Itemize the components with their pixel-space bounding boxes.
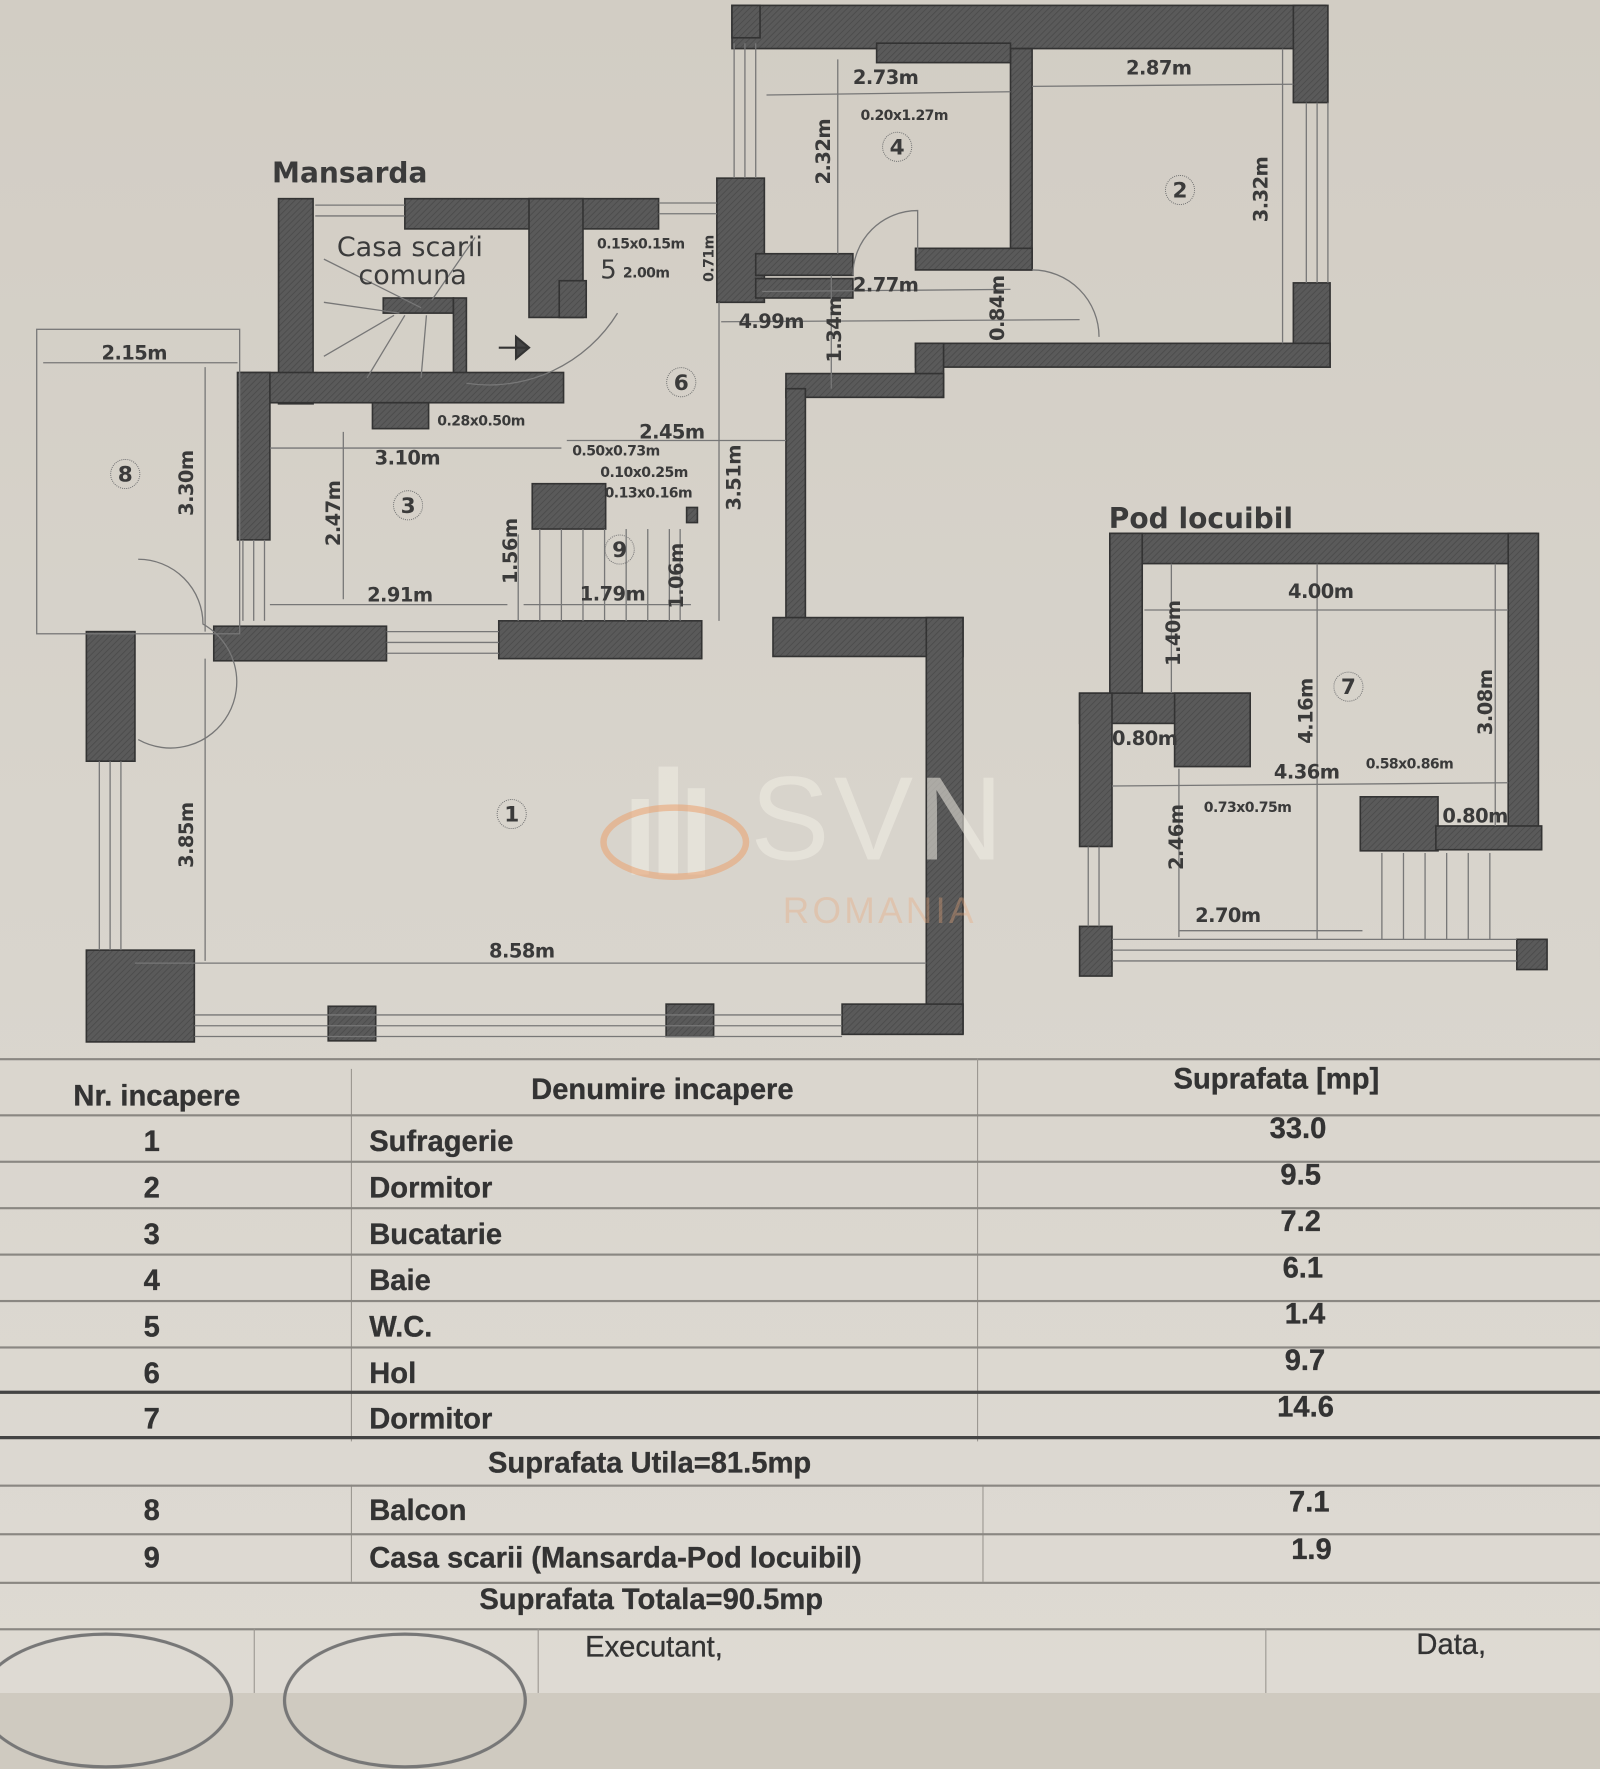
dim-1-06: 1.06m <box>665 543 689 609</box>
row-nr: 2 <box>143 1171 160 1204</box>
stamp-seal <box>282 1632 527 1769</box>
plan-walls-drawing <box>36 4 1548 1043</box>
header-nr: Nr. incapere <box>73 1079 241 1113</box>
row-nr: 3 <box>143 1217 160 1251</box>
pod-locuibil-title: Pod locuibil <box>1108 503 1293 536</box>
header-name: Denumire incapere <box>531 1073 794 1106</box>
dim-4-00: 4.00m <box>1287 580 1354 604</box>
dim-4-16: 4.16m <box>1295 678 1319 744</box>
dim-2-87: 2.87m <box>1126 57 1192 80</box>
header-area: Suprafata [mp] <box>1173 1062 1380 1095</box>
row-area: 9.7 <box>1284 1344 1326 1377</box>
executant-label: Executant, <box>585 1630 723 1663</box>
dim-0-58x0-86: 0.58x0.86m <box>1365 756 1454 774</box>
dim-4-99: 4.99m <box>738 310 804 334</box>
dim-3-85: 3.85m <box>175 802 199 868</box>
row-area: 7.1 <box>1289 1485 1330 1519</box>
dim-0-13x0-16: 0.13x0.16m <box>604 485 693 503</box>
room-marker-2: 2 <box>1164 174 1196 206</box>
table-top-border <box>0 1058 1600 1061</box>
dim-2-70: 2.70m <box>1195 904 1261 928</box>
dim-0-28x0-50: 0.28x0.50m <box>437 413 525 430</box>
row-area: 14.6 <box>1277 1390 1334 1424</box>
row-name: Baie <box>369 1264 431 1297</box>
dim-2-15: 2.15m <box>101 342 167 365</box>
dim-2-00: 2.00m <box>622 265 670 282</box>
dim-3-10: 3.10m <box>374 446 441 470</box>
dim-1-79: 1.79m <box>579 583 646 606</box>
row-nr: 6 <box>143 1357 160 1390</box>
dim-1-56: 1.56m <box>499 518 523 584</box>
area-table: Nr. incapere Denumire incapere Suprafata… <box>0 1058 1600 1769</box>
total-area: Suprafata Totala=90.5mp <box>479 1582 824 1616</box>
row-name: Sufragerie <box>369 1125 514 1158</box>
subtotal-utila: Suprafata Utila=81.5mp <box>487 1446 812 1480</box>
dim-0-80-left: 0.80m <box>1111 727 1178 751</box>
dim-2-47: 2.47m <box>322 480 346 547</box>
row-area: 1.9 <box>1291 1533 1332 1566</box>
row-nr: 1 <box>143 1125 160 1158</box>
mansarda-title: Mansarda <box>272 157 428 191</box>
room-marker-4: 4 <box>882 131 913 162</box>
row-nr: 5 <box>143 1310 160 1344</box>
dim-3-32: 3.32m <box>1249 156 1273 223</box>
row-name: Balcon <box>369 1494 467 1527</box>
dim-8-58: 8.58m <box>489 940 555 964</box>
room-marker-1: 1 <box>496 798 527 830</box>
dim-1-40: 1.40m <box>1162 600 1186 666</box>
dim-2-73: 2.73m <box>852 66 919 90</box>
dim-3-30: 3.30m <box>175 450 199 516</box>
row-name: Casa scarii (Mansarda-Pod locuibil) <box>369 1541 862 1575</box>
dim-0-50x0-73: 0.50x0.73m <box>572 443 660 460</box>
row-name: Dormitor <box>369 1171 493 1204</box>
dim-1-34: 1.34m <box>823 297 847 363</box>
dim-0-10x0-25: 0.10x0.25m <box>600 465 688 482</box>
dim-0-20x1-27: 0.20x1.27m <box>860 107 948 125</box>
stamp-seal <box>0 1632 234 1769</box>
dim-2-46: 2.46m <box>1165 804 1189 871</box>
row-area: 1.4 <box>1284 1297 1326 1331</box>
room-marker-5: 5 <box>600 254 617 286</box>
dim-4-36: 4.36m <box>1273 761 1340 784</box>
floor-plan: Mansarda Pod locuibil Casa scarii comuna… <box>36 4 1548 1043</box>
room-marker-9: 9 <box>604 534 635 565</box>
dim-2-77: 2.77m <box>852 274 919 297</box>
room-marker-7: 7 <box>1333 671 1364 702</box>
room-marker-6: 6 <box>666 367 697 398</box>
dim-3-08: 3.08m <box>1474 669 1498 736</box>
dim-2-45: 2.45m <box>639 421 705 444</box>
row-name: W.C. <box>369 1310 433 1344</box>
dim-0-73x0-75: 0.73x0.75m <box>1203 800 1292 817</box>
dim-0-71: 0.71m <box>701 235 719 282</box>
row-nr: 4 <box>143 1264 160 1297</box>
data-label: Data, <box>1416 1628 1487 1661</box>
row-area: 9.5 <box>1280 1158 1321 1191</box>
entrance-arrow-icon <box>498 334 531 361</box>
row-area: 33.0 <box>1269 1112 1327 1145</box>
casa-scarii-label: Casa scarii <box>336 231 483 263</box>
row-name: Hol <box>369 1357 417 1390</box>
row-name: Bucatarie <box>369 1217 503 1251</box>
row-name: Dormitor <box>369 1402 493 1435</box>
dim-0-84: 0.84m <box>986 275 1010 342</box>
row-nr: 7 <box>143 1402 160 1435</box>
dim-3-51: 3.51m <box>723 445 746 511</box>
column-divider <box>977 1058 979 1442</box>
dim-0-80-right: 0.80m <box>1442 805 1508 829</box>
row-area: 6.1 <box>1282 1251 1324 1284</box>
dim-0-15x0-15: 0.15x0.15m <box>597 236 685 253</box>
row-nr: 8 <box>143 1494 160 1527</box>
row-nr: 9 <box>143 1541 160 1575</box>
dim-2-91: 2.91m <box>367 584 433 607</box>
dim-2-32: 2.32m <box>812 118 836 185</box>
row-area: 7.2 <box>1280 1204 1321 1238</box>
casa-scarii-label-2: comuna <box>358 259 467 291</box>
room-marker-3: 3 <box>392 490 424 521</box>
room-marker-8: 8 <box>110 458 141 490</box>
